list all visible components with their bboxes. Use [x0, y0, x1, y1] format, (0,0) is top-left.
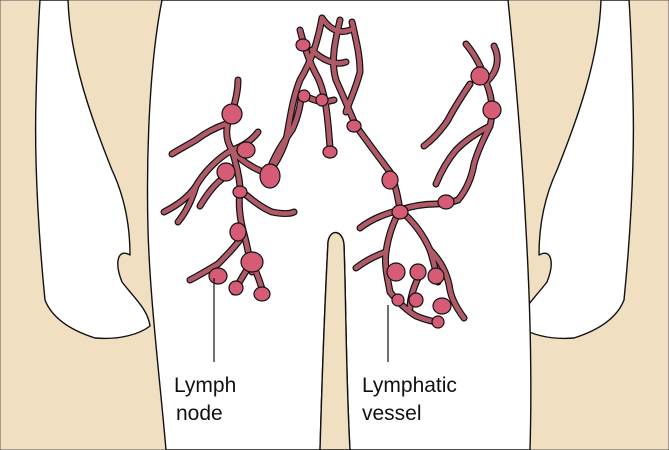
lymph-node — [296, 39, 310, 51]
lymphatic-vessel-label-line1: Lymphatic — [362, 374, 457, 397]
lymph-node — [471, 67, 489, 85]
lymph-node — [217, 163, 235, 181]
lymph-node — [229, 281, 243, 295]
lymph-node — [483, 101, 501, 119]
lymph-node — [382, 171, 398, 189]
lymph-node — [298, 90, 310, 102]
lymph-node — [241, 252, 263, 272]
lymph-node — [387, 263, 405, 281]
lymph-node — [392, 205, 408, 219]
lymph-node — [323, 146, 337, 158]
lymph-node — [409, 293, 423, 307]
lymph-node — [237, 142, 255, 158]
lymph-node — [432, 316, 444, 328]
lymph-node — [209, 268, 227, 284]
lymph-node — [230, 223, 246, 241]
lymph-node — [438, 195, 454, 209]
lymph-node — [392, 294, 404, 306]
lymph-node — [260, 164, 280, 188]
lymph-node — [222, 104, 242, 124]
lymphatic-vessel-label-line2: vessel — [362, 402, 422, 425]
lymph-node — [254, 287, 270, 301]
lymph-node-label-line2: node — [176, 402, 223, 425]
lymph-node — [316, 94, 328, 106]
lymph-node — [347, 120, 361, 132]
lymph-node — [410, 264, 426, 280]
lymph-node — [428, 268, 444, 284]
lymph-node — [233, 186, 247, 198]
lymph-node-label-line1: Lymph — [174, 374, 236, 397]
lymph-node — [433, 298, 451, 314]
